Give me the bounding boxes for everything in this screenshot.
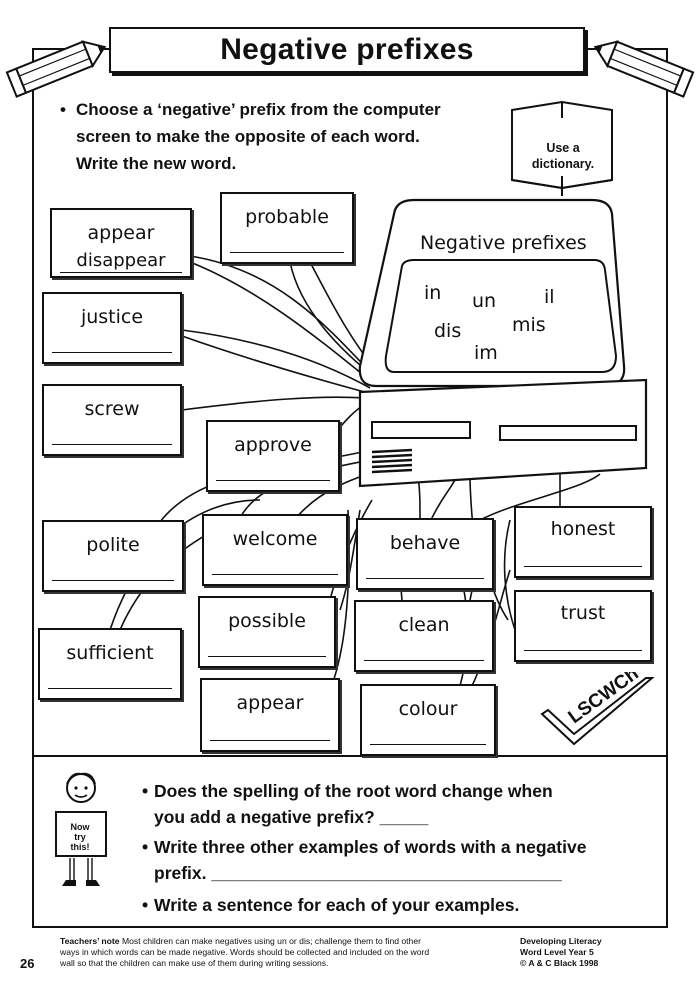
answer-line[interactable] xyxy=(208,656,326,657)
word-box-possible: possible xyxy=(198,596,336,668)
word-box-justice: justice xyxy=(42,292,182,364)
answer-line[interactable] xyxy=(60,272,182,273)
instruction-line-3: Write the new word. xyxy=(76,154,237,173)
computer-illustration xyxy=(358,198,648,488)
pencil-left-icon xyxy=(5,40,107,98)
prefix-il: il xyxy=(544,286,555,308)
instruction-bullet: • xyxy=(60,100,66,119)
word-box-approve: approve xyxy=(206,420,340,492)
screen-title: Negative prefixes xyxy=(420,232,587,254)
answer-line[interactable] xyxy=(366,578,484,579)
word-box-honest: honest xyxy=(514,506,652,578)
answer-line[interactable] xyxy=(230,252,344,253)
answer-line[interactable] xyxy=(52,444,172,445)
dictionary-book-icon xyxy=(511,100,613,196)
answer-line[interactable] xyxy=(48,688,172,689)
question-1: • Does the spelling of the root word cha… xyxy=(142,778,553,830)
word-box-trust: trust xyxy=(514,590,652,662)
question-1-line-2: you add a negative prefix? _____ xyxy=(154,807,429,827)
teachers-note: Teachers’ note Most children can make ne… xyxy=(60,936,430,968)
prefix-in: in xyxy=(424,282,442,304)
question-2: • Write three other examples of words wi… xyxy=(142,834,586,886)
question-2-line-1: Write three other examples of words with… xyxy=(154,837,587,857)
prefix-im: im xyxy=(474,342,498,364)
answer-line[interactable] xyxy=(52,352,172,353)
word-box-appear: appear disappear xyxy=(50,208,192,278)
prefix-mis: mis xyxy=(512,314,546,336)
answer-line[interactable] xyxy=(212,574,338,575)
question-3-line: Write a sentence for each of your exampl… xyxy=(154,895,520,915)
question-3: • Write a sentence for each of your exam… xyxy=(142,892,519,918)
question-2-line-2: prefix. ________________________________… xyxy=(154,863,562,883)
publisher-credit: Developing Literacy Word Level Year 5 © … xyxy=(520,936,602,968)
word-box-welcome: welcome xyxy=(202,514,348,586)
page-number: 26 xyxy=(20,956,35,971)
answer-line[interactable] xyxy=(364,660,484,661)
dictionary-label: Use a dictionary. xyxy=(531,141,595,171)
answer-line[interactable] xyxy=(524,650,642,651)
word-box-appear-2: appear xyxy=(200,678,340,752)
answer-line[interactable] xyxy=(370,744,486,745)
instruction-line-1: Choose a ‘negative’ prefix from the comp… xyxy=(76,100,441,119)
instruction-line-2: screen to make the opposite of each word… xyxy=(76,127,420,146)
word-box-sufficient: sufficient xyxy=(38,628,182,700)
prefix-un: un xyxy=(472,290,497,312)
page-title: Negative prefixes xyxy=(220,33,474,66)
word-box-screw: screw xyxy=(42,384,182,456)
answer-line[interactable] xyxy=(52,580,174,581)
prefix-dis: dis xyxy=(434,320,462,342)
lscwch-stamp: LSCWCh xyxy=(540,672,655,746)
word-box-colour: colour xyxy=(360,684,496,756)
word-box-clean: clean xyxy=(354,600,494,672)
boy-illustration xyxy=(55,772,107,886)
word-box-polite: polite xyxy=(42,520,184,592)
answer-line[interactable] xyxy=(216,480,330,481)
now-try-this-sign: Now try this! xyxy=(70,822,90,852)
word-box-behave: behave xyxy=(356,518,494,590)
answer-line[interactable] xyxy=(524,566,642,567)
question-1-line-1: Does the spelling of the root word chang… xyxy=(154,781,553,801)
section-divider xyxy=(32,755,668,757)
answer-disappear: disappear xyxy=(76,250,166,271)
instruction: • Choose a ‘negative’ prefix from the co… xyxy=(60,96,500,177)
title-banner: Negative prefixes xyxy=(109,27,585,73)
answer-line[interactable] xyxy=(210,740,330,741)
word-box-probable: probable xyxy=(220,192,354,264)
pencil-right-icon xyxy=(593,40,695,98)
